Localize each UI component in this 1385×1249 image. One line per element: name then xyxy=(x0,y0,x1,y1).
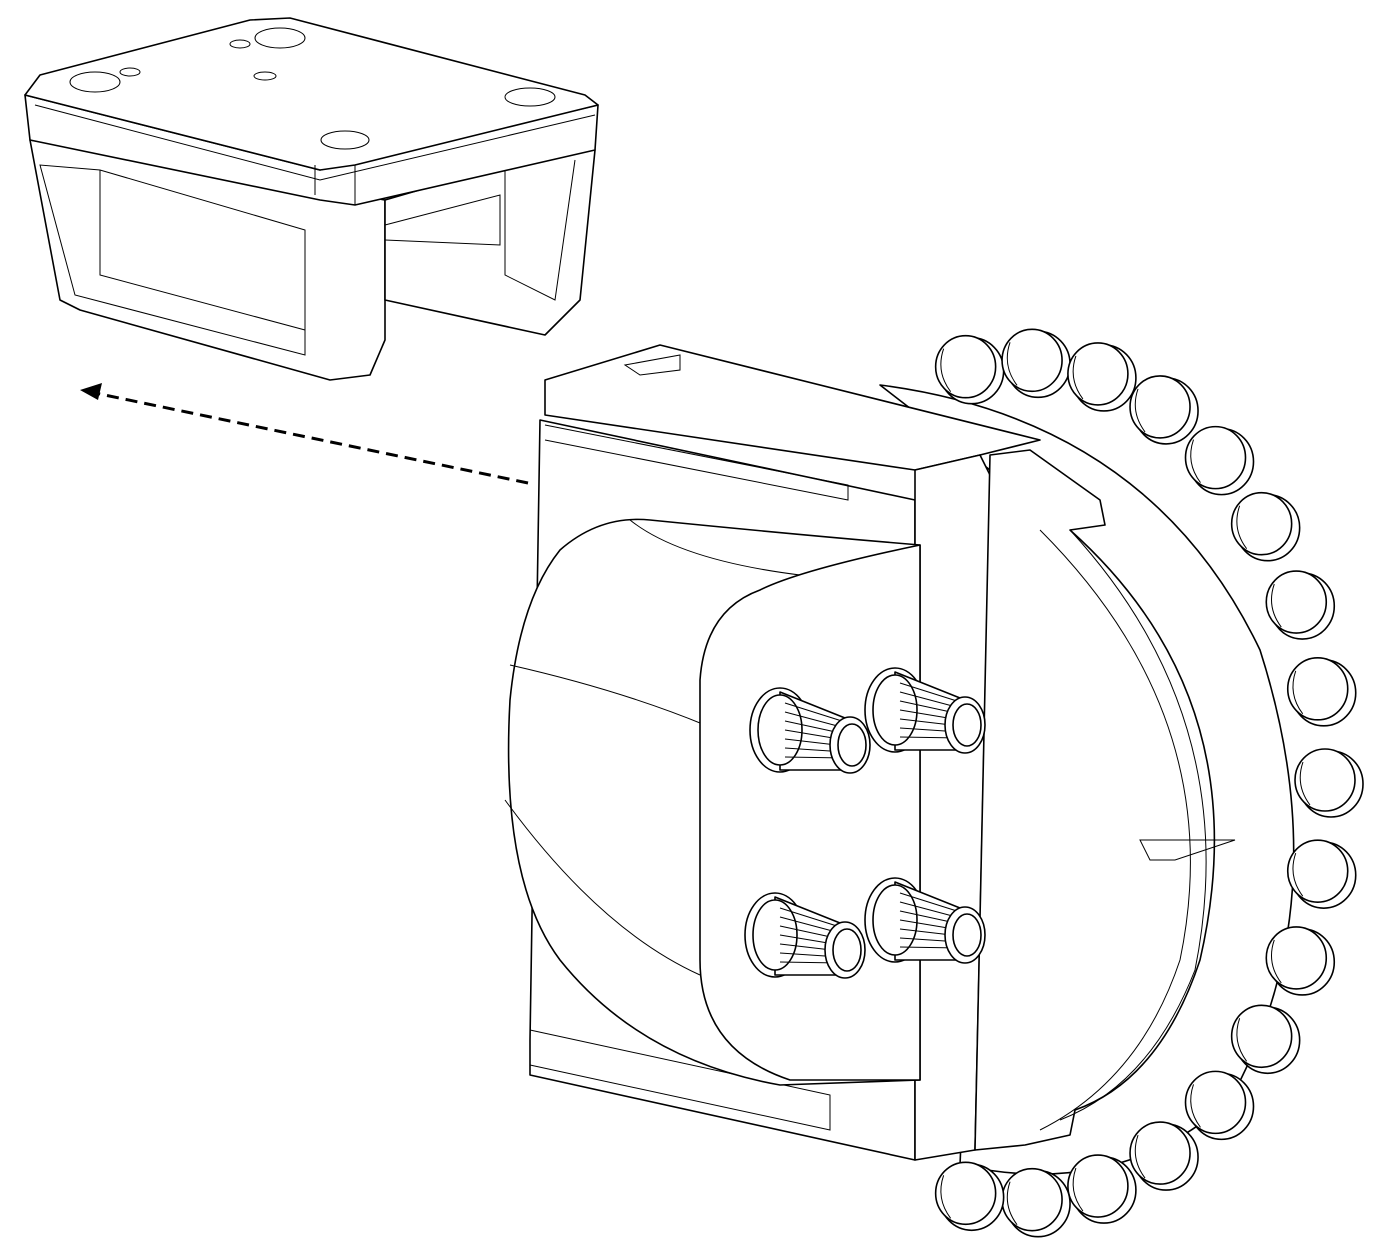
ring-bump xyxy=(1129,1121,1199,1191)
arrowhead-icon xyxy=(80,383,102,400)
ring-bump xyxy=(1184,1070,1255,1141)
ring-bump xyxy=(1265,570,1336,640)
knob xyxy=(744,892,866,979)
knob xyxy=(864,667,986,754)
ring-bump xyxy=(1001,1167,1071,1238)
ring-bump xyxy=(1294,748,1364,818)
ring-bump xyxy=(934,1161,1005,1232)
ring-bump xyxy=(1184,425,1255,496)
knob xyxy=(749,687,871,774)
ring-bump xyxy=(1129,375,1199,445)
ring-bump xyxy=(1001,328,1071,399)
ring-bump xyxy=(1067,342,1137,412)
adjustment-knobs xyxy=(744,667,986,979)
ring-bump xyxy=(1265,926,1336,996)
ring-bump xyxy=(1286,839,1357,909)
knob xyxy=(864,877,986,964)
ring-bump xyxy=(934,334,1005,405)
ring-bump xyxy=(1286,657,1357,727)
cap-housing xyxy=(24,17,599,381)
assembly-direction-arrow xyxy=(80,383,529,485)
ring-bump xyxy=(1230,1004,1301,1075)
ring-bump xyxy=(1230,491,1301,562)
ring-bump xyxy=(1067,1154,1137,1224)
